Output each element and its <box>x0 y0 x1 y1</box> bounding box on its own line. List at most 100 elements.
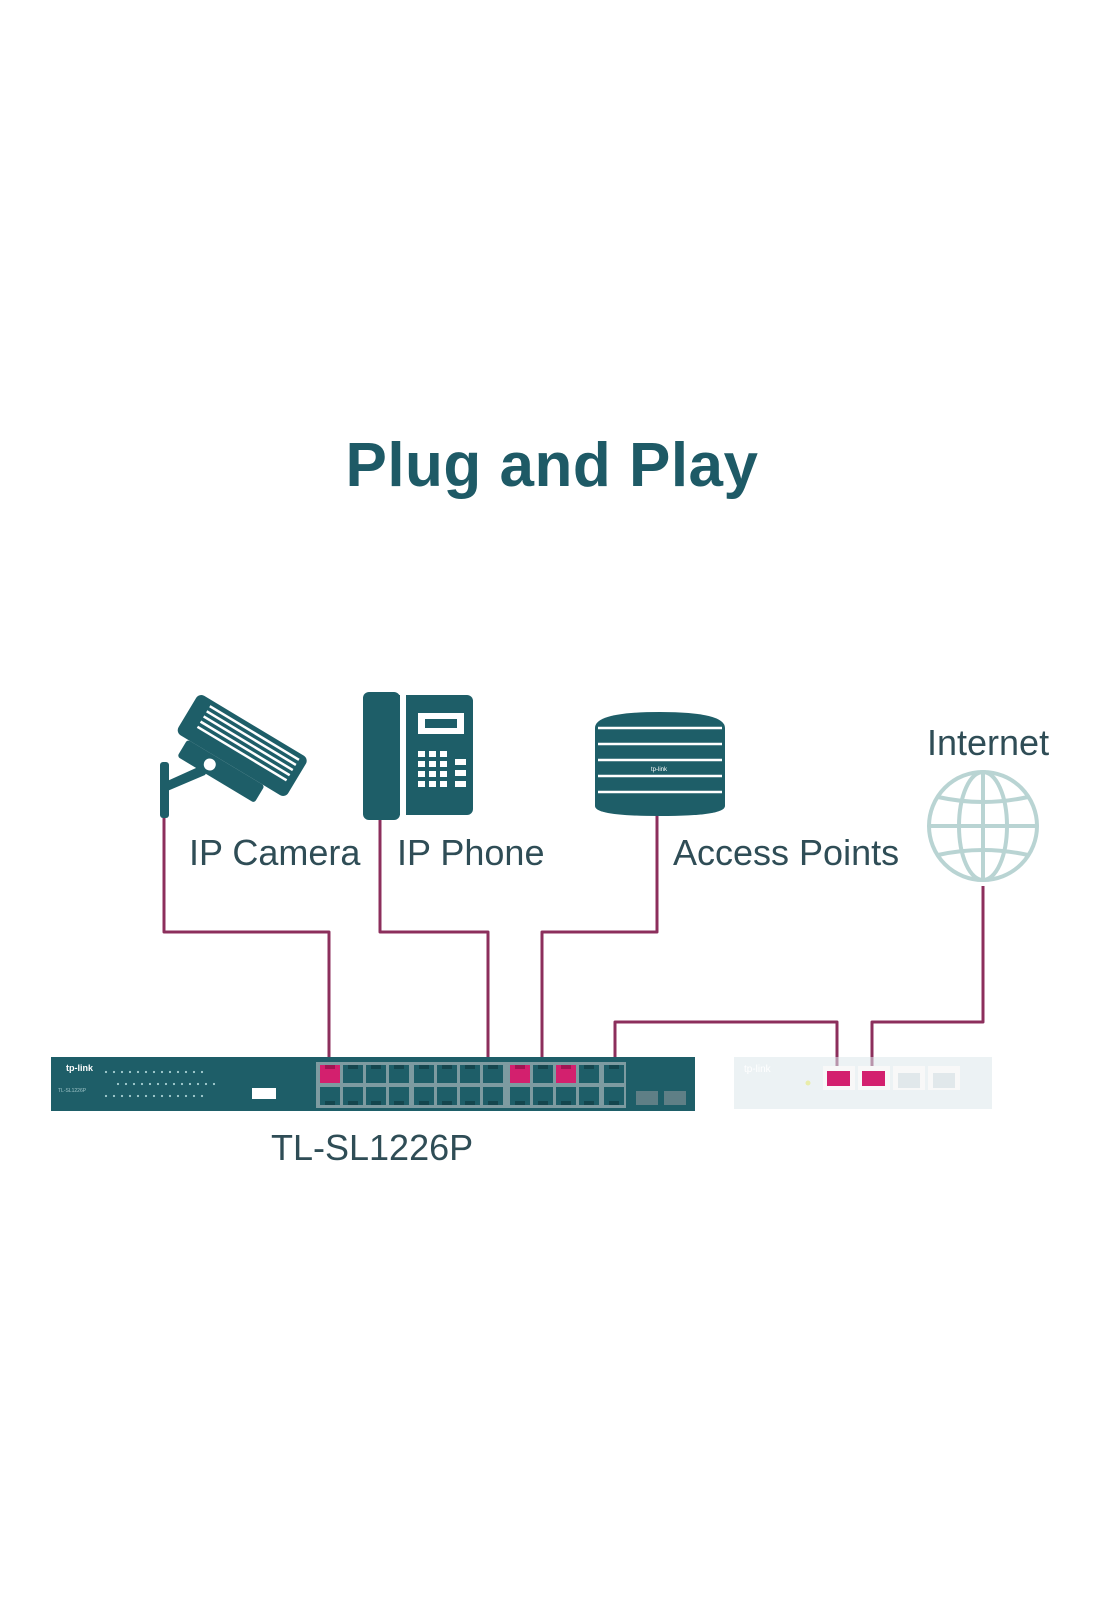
switch-port <box>343 1087 363 1105</box>
led-dot <box>136 1094 140 1098</box>
globe-icon <box>927 770 1039 882</box>
switch-port <box>579 1065 599 1083</box>
switch-port <box>533 1087 553 1105</box>
switch-model-small: TL-SL1226P <box>58 1088 87 1094</box>
led-dot <box>192 1094 196 1098</box>
switch-port <box>483 1087 503 1105</box>
camera-cable <box>162 812 331 1064</box>
led-dot <box>176 1094 180 1098</box>
sfp-port-2 <box>664 1091 686 1105</box>
switch-port-active <box>510 1065 530 1083</box>
switch-port <box>533 1065 553 1083</box>
switch-ports <box>316 1062 626 1108</box>
led-dot <box>172 1082 176 1086</box>
port-notch <box>488 1101 498 1105</box>
port-notch <box>394 1101 404 1105</box>
port-notch <box>442 1101 452 1105</box>
port-notch <box>538 1101 548 1105</box>
port-notch <box>584 1065 594 1069</box>
port-notch <box>371 1101 381 1105</box>
led-dot <box>168 1070 172 1074</box>
port-notch <box>419 1101 429 1105</box>
led-dot <box>184 1070 188 1074</box>
port-notch <box>561 1101 571 1105</box>
led-dot <box>168 1094 172 1098</box>
port-notch <box>465 1065 475 1069</box>
switch-led-indicators <box>104 1070 216 1098</box>
router-brand-logo: tp-link <box>744 1064 772 1075</box>
port-notch <box>348 1065 358 1069</box>
switch-port-active <box>556 1065 576 1083</box>
led-dot <box>200 1094 204 1098</box>
led-dot <box>140 1082 144 1086</box>
poe-switch: tp-link TL-SL1226P <box>51 1057 695 1111</box>
port-notch <box>515 1065 525 1069</box>
switch-brand-logo: tp-link <box>66 1063 94 1073</box>
desk-phone-icon <box>363 692 473 820</box>
led-dot <box>212 1082 216 1086</box>
switch-port <box>579 1087 599 1105</box>
switch-port <box>366 1065 386 1083</box>
port-notch <box>538 1065 548 1069</box>
port-notch <box>325 1065 335 1069</box>
led-dot <box>136 1070 140 1074</box>
port-notch <box>371 1065 381 1069</box>
led-dot <box>144 1094 148 1098</box>
led-dot <box>192 1070 196 1074</box>
led-dot <box>112 1094 116 1098</box>
access-points-label: Access Points <box>673 832 900 873</box>
switch-port <box>437 1065 457 1083</box>
port-notch <box>584 1101 594 1105</box>
led-dot <box>160 1094 164 1098</box>
switch-router-cable <box>613 1020 839 1068</box>
phone-cable <box>378 812 490 1064</box>
sfp-port-1 <box>636 1091 658 1105</box>
switch-port <box>343 1065 363 1083</box>
switch-port <box>414 1065 434 1083</box>
switch-port <box>460 1087 480 1105</box>
led-dot <box>128 1070 132 1074</box>
access-point-brand-text: tp-link <box>651 767 668 773</box>
led-dot <box>128 1094 132 1098</box>
led-dot <box>152 1094 156 1098</box>
ip-camera-label: IP Camera <box>189 832 361 873</box>
led-dot <box>148 1082 152 1086</box>
led-dot <box>200 1070 204 1074</box>
switch-port <box>389 1087 409 1105</box>
port-notch <box>515 1101 525 1105</box>
port-notch <box>442 1065 452 1069</box>
router-port-1-active <box>827 1071 850 1086</box>
led-dot <box>152 1070 156 1074</box>
switch-port <box>389 1065 409 1083</box>
led-dot <box>196 1082 200 1086</box>
access-point-cable <box>540 812 659 1064</box>
led-dot <box>112 1070 116 1074</box>
led-dot <box>132 1082 136 1086</box>
switch-port <box>366 1087 386 1105</box>
switch-port-active <box>320 1065 340 1083</box>
port-notch <box>609 1065 619 1069</box>
switch-port <box>604 1065 624 1083</box>
led-dot <box>180 1082 184 1086</box>
switch-port <box>556 1087 576 1105</box>
router-port-2-active <box>862 1071 885 1086</box>
internet-label: Internet <box>927 722 1050 763</box>
switch-port <box>414 1087 434 1105</box>
led-dot <box>144 1070 148 1074</box>
switch-port <box>437 1087 457 1105</box>
cables <box>162 812 985 1068</box>
led-dot <box>184 1094 188 1098</box>
led-dot <box>120 1070 124 1074</box>
led-dot <box>124 1082 128 1086</box>
ceiling-access-point-icon: tp-link <box>595 712 725 816</box>
cctv-camera-icon <box>160 695 307 818</box>
switch-port <box>460 1065 480 1083</box>
led-dot <box>160 1070 164 1074</box>
ip-phone-label: IP Phone <box>397 832 545 873</box>
port-notch <box>394 1065 404 1069</box>
port-notch <box>609 1101 619 1105</box>
led-dot <box>204 1082 208 1086</box>
led-dot <box>164 1082 168 1086</box>
led-dot <box>176 1070 180 1074</box>
